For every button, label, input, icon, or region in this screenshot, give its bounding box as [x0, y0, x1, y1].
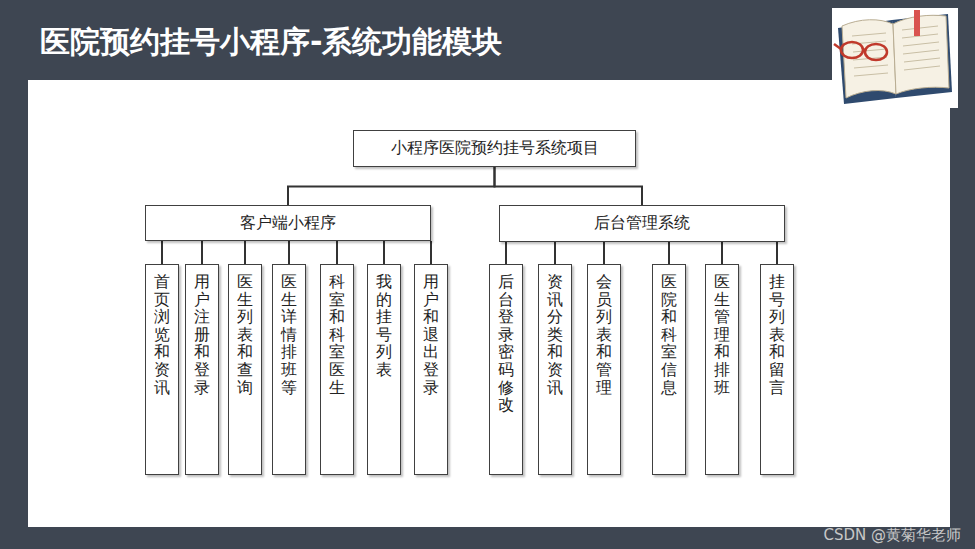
module-box: 首页浏览和资讯	[145, 264, 179, 475]
node-text: 医生列表和查询	[237, 273, 253, 466]
book-page-right	[893, 15, 949, 94]
tree-connector	[603, 242, 605, 264]
tree-connector	[336, 241, 338, 264]
tree-connector	[668, 242, 670, 264]
node-text: 我的挂号列表	[376, 273, 392, 466]
module-box: 用户注册和登录	[185, 264, 219, 475]
tree-connector	[776, 242, 778, 264]
book-ground	[832, 8, 958, 108]
tree-connector	[554, 242, 556, 264]
node-text: 首页浏览和资讯	[154, 273, 170, 466]
tree-connector	[161, 241, 163, 264]
node-text: 医院和科室信息	[661, 273, 677, 466]
book-cover-right	[892, 14, 952, 98]
node-text: 后台登录密码修改	[498, 273, 514, 466]
glasses	[834, 42, 887, 60]
node-text: 医生管理和排班	[714, 273, 730, 466]
tree-connector	[505, 242, 507, 264]
book-cover-left	[838, 20, 896, 104]
tree-connector	[495, 167, 643, 205]
tree-connector	[383, 241, 385, 264]
watermark: CSDN @黄菊华老师	[823, 526, 961, 545]
book-illustration	[830, 6, 960, 110]
module-box: 挂号列表和留言	[760, 264, 794, 475]
node-text: 挂号列表和留言	[769, 273, 785, 466]
tree-connector	[721, 242, 723, 264]
node-text: 小程序医院预约挂号系统项目	[391, 138, 599, 159]
module-box: 会员列表和管理	[587, 264, 621, 475]
bookmark	[914, 10, 920, 36]
group-box: 小程序医院预约挂号系统项目	[353, 130, 636, 167]
tree-connector	[288, 241, 290, 264]
book-page-left	[842, 20, 896, 98]
node-text: 科室和科室医生	[329, 273, 345, 466]
node-text: 后台管理系统	[594, 213, 690, 234]
module-box: 医生详情排班等	[272, 264, 306, 475]
page-title: 医院预约挂号小程序-系统功能模块	[40, 22, 502, 63]
tree-connector	[201, 241, 203, 264]
node-text: 资讯分类和资讯	[547, 273, 563, 466]
node-text: 客户端小程序	[240, 213, 336, 234]
tree-connector	[430, 241, 432, 264]
module-box: 我的挂号列表	[367, 264, 401, 475]
tree-connector	[288, 167, 495, 205]
book-lines	[852, 26, 940, 76]
module-box: 后台登录密码修改	[489, 264, 523, 475]
module-box: 用户和退出登录	[414, 264, 448, 475]
tree-connector	[244, 241, 246, 264]
group-box: 后台管理系统	[499, 205, 785, 242]
node-text: 医生详情排班等	[281, 273, 297, 466]
module-box: 资讯分类和资讯	[538, 264, 572, 475]
group-box: 客户端小程序	[145, 205, 431, 241]
module-box: 医院和科室信息	[652, 264, 686, 475]
module-box: 科室和科室医生	[320, 264, 354, 475]
module-box: 医生列表和查询	[228, 264, 262, 475]
node-text: 用户和退出登录	[423, 273, 439, 466]
module-box: 医生管理和排班	[705, 264, 739, 475]
node-text: 会员列表和管理	[596, 273, 612, 466]
node-text: 用户注册和登录	[194, 273, 210, 466]
